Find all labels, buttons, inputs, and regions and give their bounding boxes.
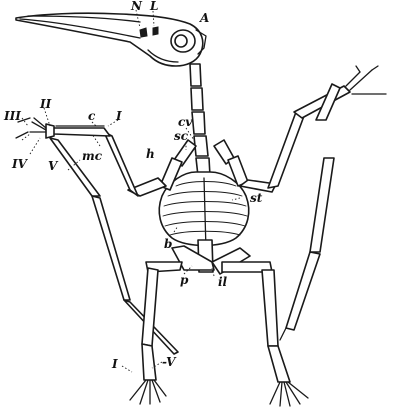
pelvis-and-legs [130, 246, 308, 406]
label-cv: cv [178, 116, 192, 128]
label-sc: sc [174, 130, 188, 142]
label-N: N [131, 0, 142, 12]
label-II: II [40, 98, 51, 110]
label-c: c [88, 110, 95, 122]
label-A: A [200, 12, 209, 24]
skull [16, 13, 206, 66]
cervical-vertebrae [190, 64, 210, 176]
label-st: st [250, 192, 262, 204]
label-I-foot: I [112, 358, 118, 370]
label-mc: mc [82, 150, 102, 162]
label-IV: IV [12, 158, 27, 170]
label-III: III [4, 110, 21, 122]
label-p: p [180, 274, 188, 286]
label-h: h [146, 148, 155, 160]
label-L: L [150, 0, 158, 12]
label-V-foot: -V [162, 356, 175, 368]
label-b: b [164, 238, 172, 250]
label-il: il [218, 276, 227, 288]
label-V-wing: V [48, 160, 57, 172]
label-I-wing: I [116, 110, 122, 122]
